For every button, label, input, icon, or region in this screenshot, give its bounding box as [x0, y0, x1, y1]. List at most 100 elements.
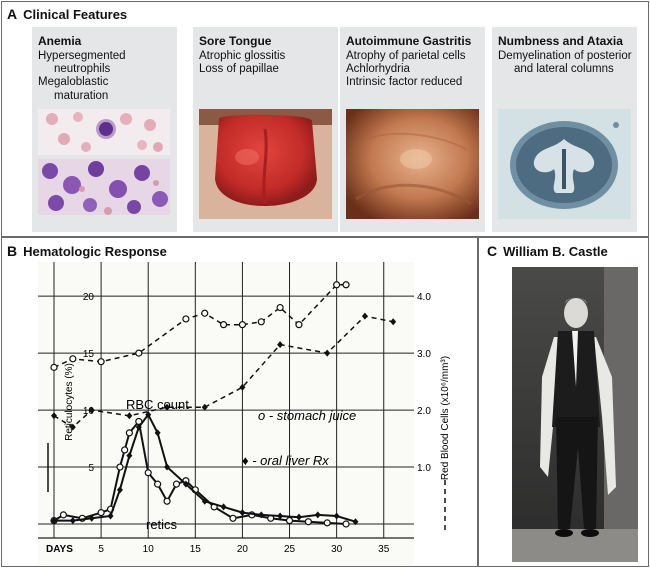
y-right-tick-label: 1.0 — [417, 463, 431, 474]
data-point-circle — [97, 358, 105, 366]
data-point-diamond — [126, 452, 133, 460]
card-gastritis-line: Intrinsic factor reduced — [346, 76, 463, 89]
data-point-diamond — [239, 509, 246, 517]
data-point-circle — [97, 509, 105, 517]
card-gastritis-title: Autoimmune Gastritis — [346, 34, 472, 48]
data-point-diamond — [164, 463, 171, 471]
card-sore-tongue-line: Atrophic glossitis — [199, 50, 286, 62]
card-gastritis-line: Achlorhydria — [346, 63, 410, 76]
annotation-retics: retics — [146, 517, 178, 532]
card-anemia-line: Hypersegmented — [38, 50, 126, 62]
data-point-diamond — [107, 512, 114, 520]
data-point-diamond — [116, 486, 123, 494]
data-point-circle — [59, 511, 68, 519]
card-gastritis-line: Atrophy of parietal cells — [346, 50, 466, 62]
card-numbness-line: and lateral columns — [514, 63, 614, 76]
data-point-diamond — [239, 383, 246, 391]
data-point-diamond — [69, 423, 76, 431]
card-sore-tongue-title: Sore Tongue — [199, 34, 272, 48]
data-point-diamond — [258, 511, 265, 519]
card-anemia-lines: Hypersegmented neutrophils Megaloblastic… — [38, 50, 126, 103]
panel-a-title-text: Clinical Features — [23, 7, 128, 22]
x-tick-label: 25 — [284, 544, 296, 555]
card-sore-tongue-lines: Atrophic glossitis Loss of papillae — [199, 50, 285, 76]
data-point-circle — [342, 281, 350, 289]
panel-a-clinical-features: A Clinical Features Anemia Hypersegmented… — [1, 1, 649, 237]
data-point-diamond — [51, 517, 57, 525]
annotation-stomach-juice: o - stomach juice — [258, 408, 356, 423]
data-point-diamond — [277, 512, 284, 520]
y-left-tick-label: 5 — [88, 463, 94, 474]
card-sore-tongue: Sore Tongue Atrophic glossitis Loss of p… — [193, 27, 338, 232]
card-autoimmune-gastritis: Autoimmune Gastritis Atrophy of parietal… — [340, 27, 485, 232]
y-right-tick-label: 4.0 — [417, 292, 431, 303]
data-point-circle — [323, 519, 331, 527]
series-line — [53, 315, 394, 429]
y-right-tick-label: 2.0 — [417, 406, 431, 417]
data-point-circle — [342, 520, 350, 528]
data-point-circle — [116, 463, 124, 471]
x-axis-label: DAYS — [46, 544, 73, 555]
data-point-circle — [154, 480, 162, 488]
data-point-diamond — [277, 341, 284, 349]
card-numbness-line: Demyelination of posterior — [498, 50, 632, 62]
card-anemia-line: Megaloblastic — [38, 76, 109, 89]
data-point-circle — [333, 281, 341, 289]
data-point-diamond — [390, 318, 397, 326]
spinal-cord-section-image — [498, 109, 631, 219]
blood-smear-image-top — [38, 109, 170, 155]
data-point-diamond — [69, 517, 76, 525]
data-point-circle — [219, 321, 228, 329]
y-left-tick-label: 15 — [83, 349, 95, 360]
x-tick-label: 5 — [98, 544, 104, 555]
data-point-circle — [238, 321, 247, 329]
annotation-rbc-count: RBC count — [126, 397, 189, 412]
panel-b-letter: B — [7, 243, 18, 259]
panel-a-letter: A — [7, 6, 18, 22]
data-point-circle — [163, 497, 171, 505]
annotation-oral-liver: ♦ - oral liver Rx — [242, 453, 329, 468]
card-numbness-lines: Demyelination of posterior and lateral c… — [498, 50, 632, 76]
card-sore-tongue-line: Loss of papillae — [199, 63, 279, 76]
data-point-circle — [285, 516, 294, 525]
data-point-diamond — [182, 480, 189, 488]
card-numbness-ataxia: Numbness and Ataxia Demyelination of pos… — [492, 27, 637, 232]
data-point-circle — [295, 321, 303, 329]
data-point-diamond — [145, 411, 152, 419]
card-anemia-line: neutrophils — [54, 63, 111, 76]
data-point-circle — [125, 429, 133, 437]
blood-smear-image-bottom — [38, 159, 170, 215]
y-right-tick-label: 3.0 — [417, 349, 431, 360]
data-point-diamond — [295, 513, 302, 521]
data-point-diamond — [88, 514, 95, 522]
card-anemia-line: maturation — [54, 89, 109, 102]
card-anemia: Anemia Hypersegmented neutrophils Megalo… — [32, 27, 177, 232]
data-point-circle — [172, 480, 181, 488]
panel-b-title-text: Hematologic Response — [23, 244, 167, 259]
data-point-diamond — [135, 423, 142, 431]
portrait-photo — [512, 267, 638, 562]
data-point-diamond — [333, 512, 340, 520]
panel-b-title: B Hematologic Response — [7, 243, 167, 259]
data-point-circle — [201, 309, 209, 317]
data-point-diamond — [352, 518, 359, 526]
x-tick-label: 30 — [331, 544, 343, 555]
data-point-circle — [121, 446, 129, 454]
data-point-diamond — [164, 403, 171, 411]
chart-paper — [38, 262, 414, 566]
x-tick-label: 10 — [143, 544, 155, 555]
x-tick-label: 20 — [237, 544, 249, 555]
data-point-diamond — [88, 406, 95, 414]
data-point-diamond — [220, 503, 227, 511]
data-point-circle — [50, 363, 58, 371]
card-numbness-title: Numbness and Ataxia — [498, 34, 623, 48]
data-point-circle — [182, 315, 190, 323]
chart-grid — [38, 262, 414, 539]
gastric-mucosa-image — [346, 109, 479, 219]
tongue-image — [199, 109, 332, 219]
